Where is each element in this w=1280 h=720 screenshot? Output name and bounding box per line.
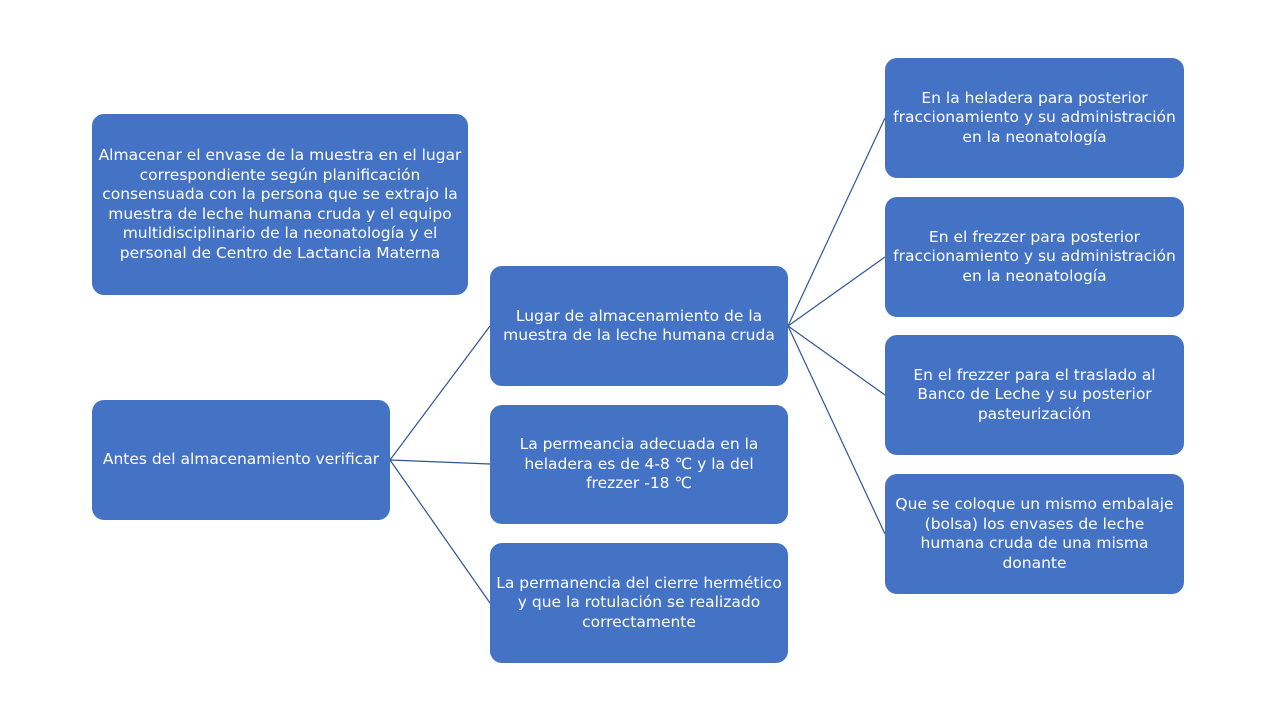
node-seal-labeling-text: La permanencia del cierre hermético y qu… xyxy=(496,573,782,631)
node-temperature: La permeancia adecuada en la heladera es… xyxy=(490,405,788,524)
root-node-verify: Antes del almacenamiento verificar xyxy=(92,400,390,520)
node-storage-place: Lugar de almacenamiento de la muestra de… xyxy=(490,266,788,386)
connector-root-to-temperature xyxy=(389,459,491,465)
leaf-fridge: En la heladera para posterior fraccionam… xyxy=(885,58,1184,178)
node-temperature-text: La permeancia adecuada en la heladera es… xyxy=(519,435,759,493)
connector-root-to-storage-place xyxy=(389,325,491,461)
connector-storage-to-milk-bank xyxy=(787,325,886,396)
leaf-milk-bank-text: En el frezzer para el traslado al Banco … xyxy=(913,365,1156,423)
leaf-freezer-text: En el frezzer para posterior fraccionami… xyxy=(893,227,1176,285)
node-seal-labeling: La permanencia del cierre hermético y qu… xyxy=(490,543,788,663)
connector-root-to-seal xyxy=(389,459,491,604)
intro-instruction-text: Almacenar el envase de la muestra en el … xyxy=(98,146,462,262)
leaf-packaging: Que se coloque un mismo embalaje (bolsa)… xyxy=(885,474,1184,594)
root-node-text: Antes del almacenamiento verificar xyxy=(102,450,380,469)
leaf-fridge-text: En la heladera para posterior fraccionam… xyxy=(893,88,1176,146)
connector-storage-to-fridge xyxy=(787,117,886,327)
connector-storage-to-freezer xyxy=(787,256,886,327)
connector-storage-to-packaging xyxy=(787,325,886,535)
node-storage-place-text: Lugar de almacenamiento de la muestra de… xyxy=(503,306,775,345)
leaf-freezer: En el frezzer para posterior fraccionami… xyxy=(885,197,1184,317)
leaf-packaging-text: Que se coloque un mismo embalaje (bolsa)… xyxy=(895,495,1174,572)
intro-instruction-box: Almacenar el envase de la muestra en el … xyxy=(92,114,468,295)
leaf-milk-bank: En el frezzer para el traslado al Banco … xyxy=(885,335,1184,455)
